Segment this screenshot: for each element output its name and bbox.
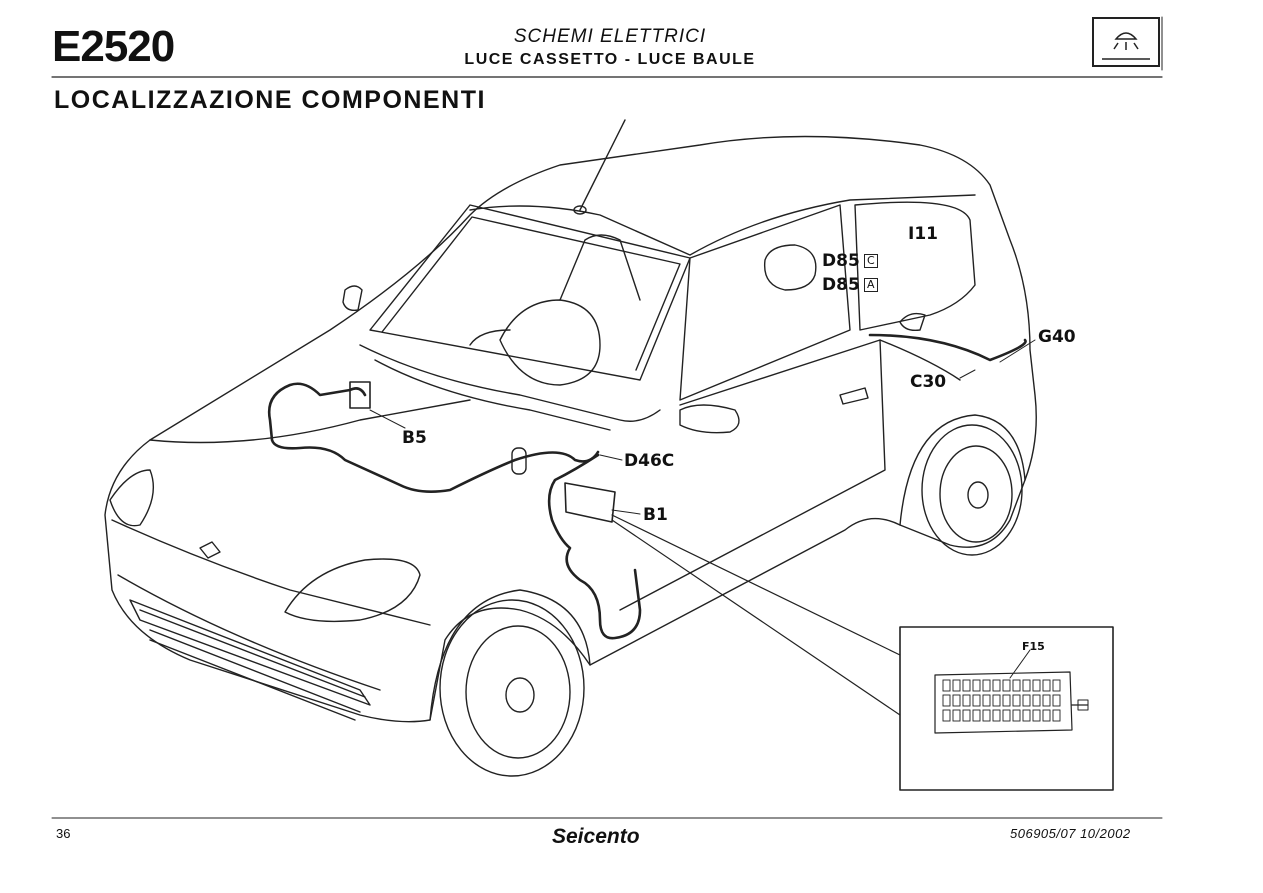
fuse-slot bbox=[942, 679, 951, 692]
label-f15: F15 bbox=[1022, 640, 1045, 653]
label-b5: B5 bbox=[402, 428, 427, 448]
fuse-slot bbox=[972, 679, 981, 692]
label-b1: B1 bbox=[643, 505, 668, 525]
fuse-slot bbox=[992, 694, 1001, 707]
front-wheel bbox=[439, 599, 585, 777]
document-code: E2520 bbox=[52, 22, 175, 71]
fuse-slot bbox=[992, 709, 1001, 722]
page-number: 36 bbox=[56, 826, 71, 841]
interior-light-icon bbox=[1092, 17, 1160, 67]
car-body-outline bbox=[104, 135, 1037, 723]
fuse-slot bbox=[1022, 709, 1031, 722]
fuse-slot bbox=[952, 709, 961, 722]
fuse-slot bbox=[1002, 694, 1011, 707]
label-d46c: D46C bbox=[624, 451, 675, 471]
fuse-slot bbox=[1002, 709, 1011, 722]
rear-wheel bbox=[921, 424, 1023, 556]
fuse-slot bbox=[1052, 709, 1061, 722]
wiring-harness bbox=[267, 382, 600, 493]
fuse-slot bbox=[1022, 694, 1031, 707]
fuse-slot bbox=[1012, 709, 1021, 722]
brand-name: Seicento bbox=[552, 825, 640, 848]
fuse-slot bbox=[1022, 679, 1031, 692]
fuse-slot bbox=[962, 694, 971, 707]
document-title: SCHEMI ELETTRICI bbox=[513, 26, 707, 47]
fuse-slot bbox=[982, 679, 991, 692]
fuse-slot bbox=[1032, 679, 1041, 692]
fuse-slot bbox=[1042, 694, 1051, 707]
fuse-slot bbox=[952, 679, 961, 692]
fuse-slot bbox=[1052, 694, 1061, 707]
fuse-slot bbox=[942, 709, 951, 722]
fuse-slot bbox=[982, 694, 991, 707]
fuse-slot bbox=[962, 709, 971, 722]
fuse-slot bbox=[1042, 709, 1051, 722]
label-i11: I11 bbox=[908, 224, 938, 244]
fuse-slot bbox=[1052, 679, 1061, 692]
fuse-slot bbox=[1012, 694, 1021, 707]
label-g40: G40 bbox=[1038, 327, 1076, 347]
fuse-slot bbox=[1002, 679, 1011, 692]
fuse-slot bbox=[1032, 709, 1041, 722]
fuse-slot bbox=[982, 709, 991, 722]
fuse-slot bbox=[952, 694, 961, 707]
fuse-slot bbox=[972, 709, 981, 722]
fuse-slot bbox=[1012, 679, 1021, 692]
fuse-slot bbox=[942, 694, 951, 707]
section-title: LOCALIZZAZIONE COMPONENTI bbox=[54, 86, 486, 114]
document-subtitle: LUCE CASSETTO - LUCE BAULE bbox=[464, 51, 756, 68]
fuse-slot bbox=[972, 694, 981, 707]
fuse-slot bbox=[1032, 694, 1041, 707]
fuse-slot bbox=[962, 679, 971, 692]
fuse-box-inset bbox=[899, 626, 1114, 791]
document-reference: 506905/07 10/2002 bbox=[1010, 826, 1131, 841]
label-c30: C30 bbox=[910, 372, 947, 392]
fuse-slot bbox=[992, 679, 1001, 692]
fuse-slot bbox=[1042, 679, 1051, 692]
